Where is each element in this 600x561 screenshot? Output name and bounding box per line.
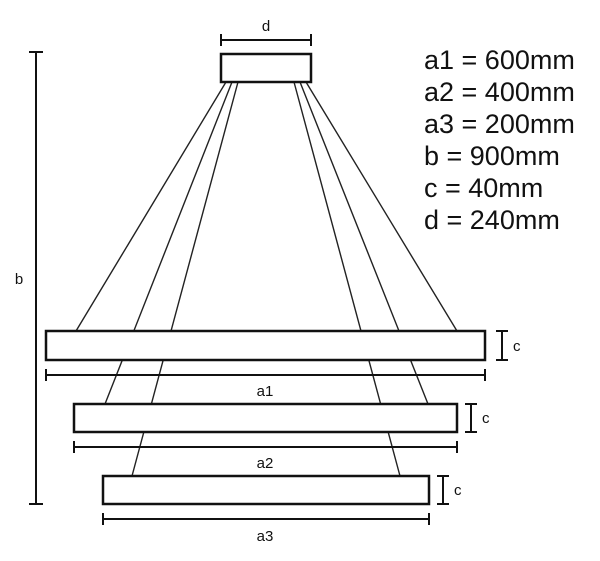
- spec-d: d = 240mm: [424, 205, 560, 235]
- label-a2: a2: [257, 455, 274, 472]
- ring-a3: [101, 474, 431, 506]
- label-a1: a1: [257, 383, 274, 400]
- label-d: d: [262, 18, 270, 35]
- ring-a2: [72, 402, 459, 434]
- label-c-mid: c: [482, 410, 490, 427]
- spec-a2: a2 = 400mm: [424, 77, 575, 107]
- suspension-wire: [75, 81, 227, 332]
- ring-a1: [44, 329, 487, 362]
- dimension-specs-list: a1 = 600mm a2 = 400mm a3 = 200mm b = 900…: [424, 44, 575, 236]
- label-b: b: [15, 271, 23, 288]
- label-a3: a3: [257, 528, 274, 545]
- spec-b: b = 900mm: [424, 141, 560, 171]
- label-c-top: c: [513, 338, 521, 355]
- spec-a3: a3 = 200mm: [424, 109, 575, 139]
- suspension-wire: [305, 81, 458, 332]
- ceiling-canopy: [219, 52, 313, 84]
- spec-a1: a1 = 600mm: [424, 45, 575, 75]
- label-c-bottom: c: [454, 482, 462, 499]
- spec-c: c = 40mm: [424, 173, 544, 203]
